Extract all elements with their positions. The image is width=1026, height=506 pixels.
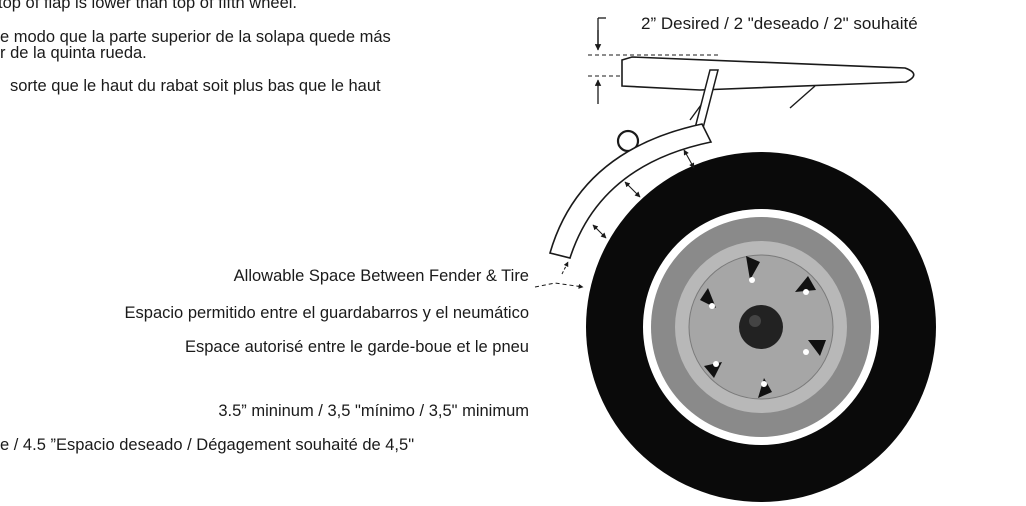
wheel-icon	[586, 152, 936, 502]
fender-space-label-fr: Espace autorisé entre le garde-boue et l…	[185, 338, 529, 356]
instruction-en: top of flap is lower than top of fifth w…	[0, 0, 298, 12]
instruction-es-line2: r de la quinta rueda.	[0, 44, 147, 62]
minimum-label: 3.5” mininum / 3,5 "mínimo / 3,5" minimu…	[218, 402, 529, 420]
clearance-arrows	[592, 149, 695, 239]
fender-icon	[548, 123, 713, 259]
instruction-es-line1: e modo que la parte superior de la solap…	[0, 28, 391, 46]
fender-space-leader	[534, 282, 584, 289]
instruction-fr: sorte que le haut du rabat soit plus bas…	[10, 77, 381, 95]
desired-clearance-label: e / 4.5 ”Espacio deseado / Dégagement so…	[0, 436, 415, 454]
flap-clearance-label: 2” Desired / 2 "deseado / 2" souhaité	[641, 14, 918, 33]
fender-space-label-en: Allowable Space Between Fender & Tire	[233, 267, 529, 285]
fender-space-label-es: Espacio permitido entre el guardabarros …	[124, 304, 529, 322]
fifth-wheel-plate	[621, 56, 915, 91]
